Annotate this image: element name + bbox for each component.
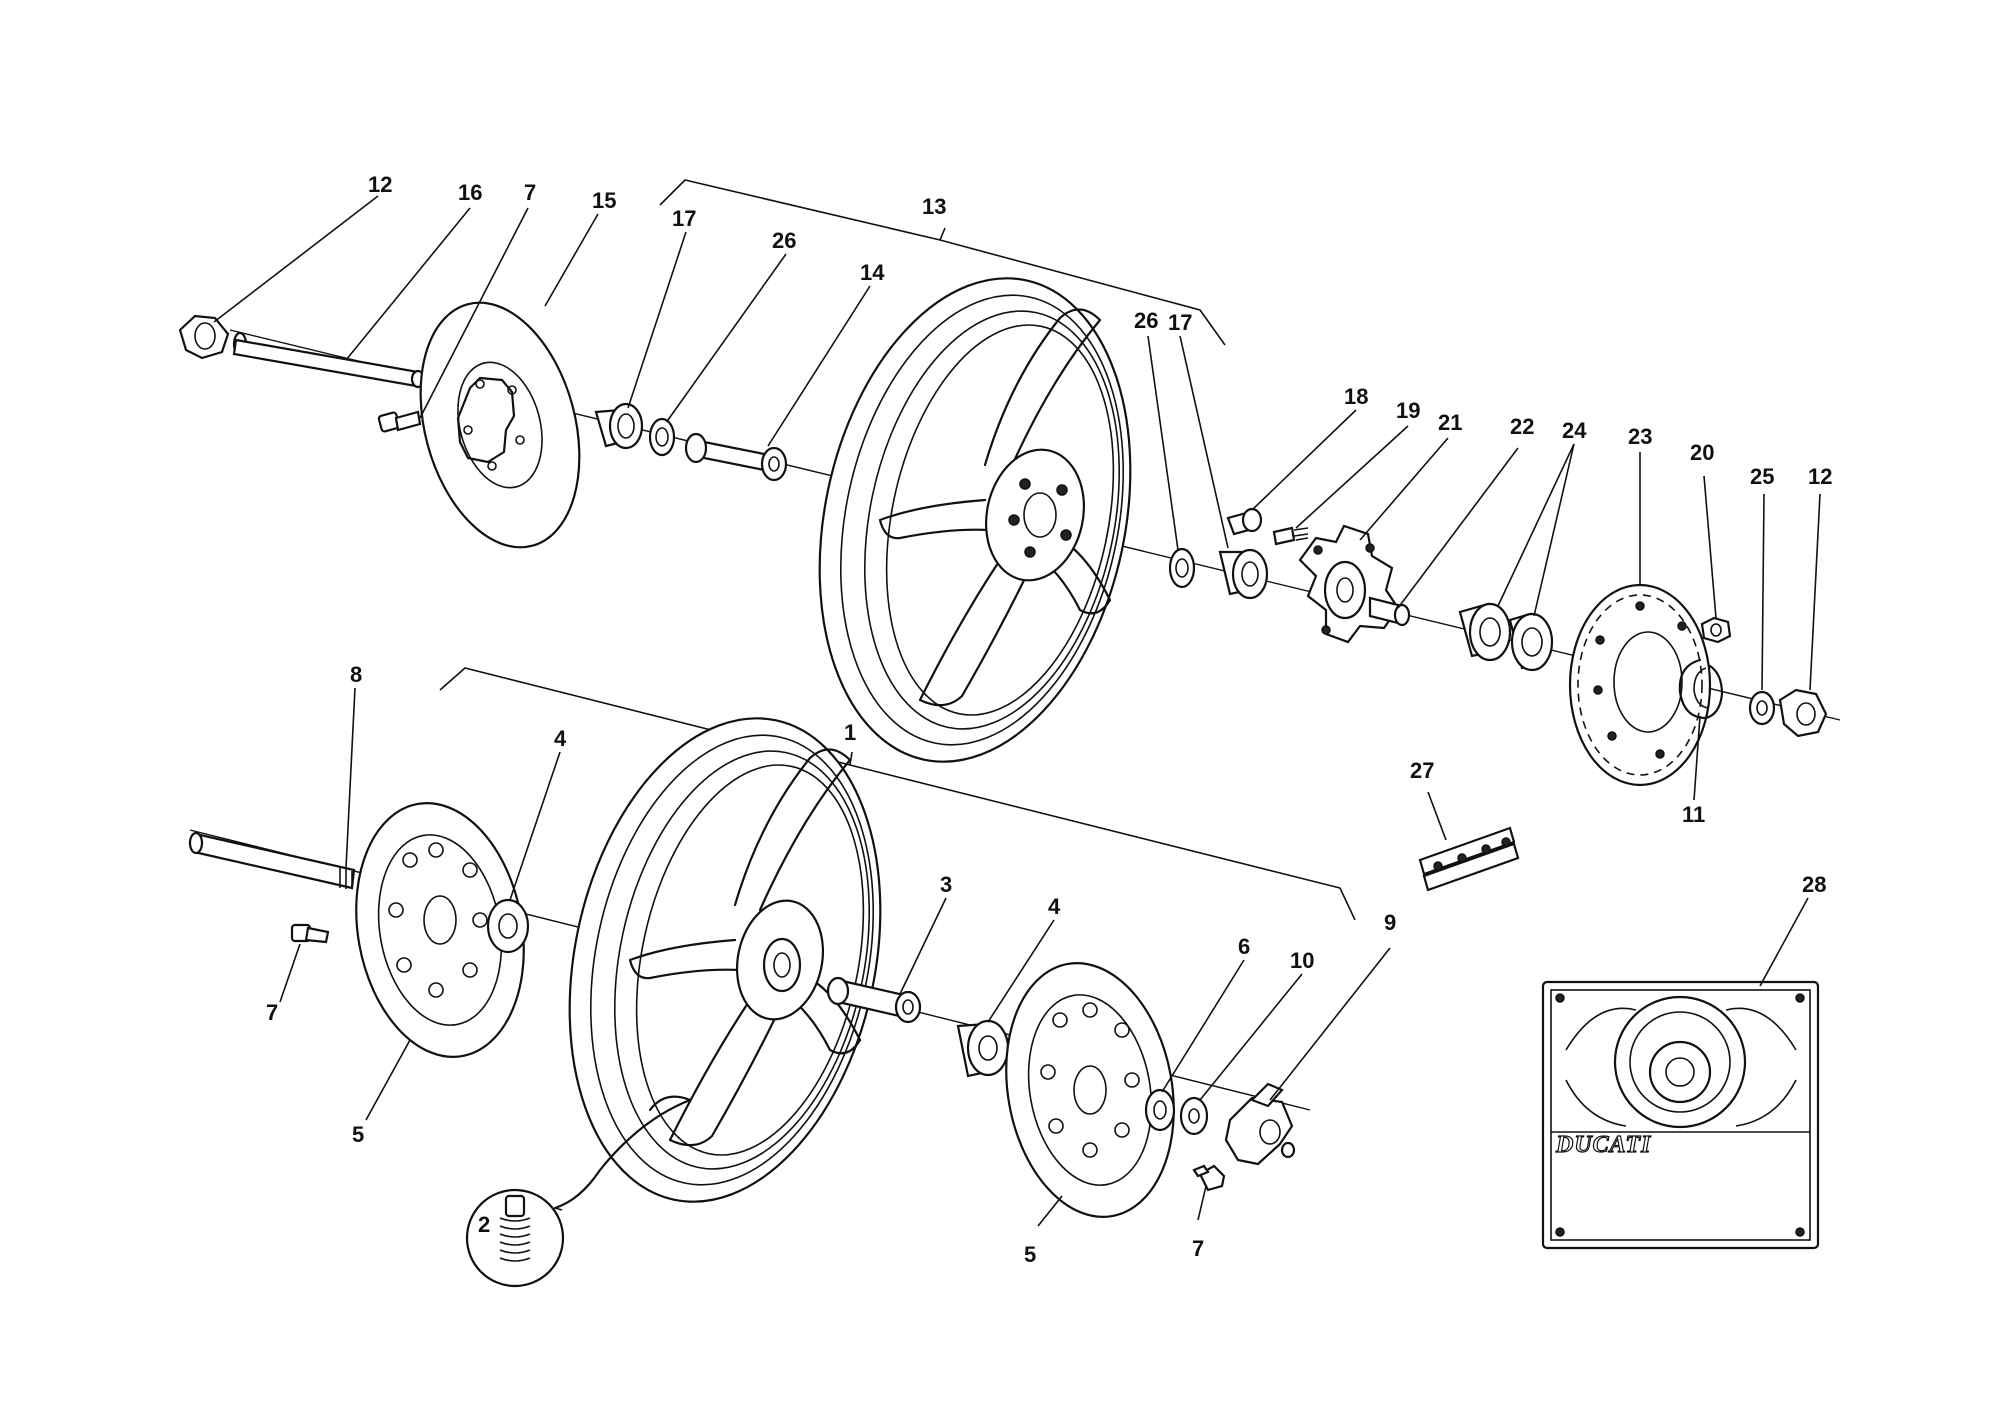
callout-7-front-left: 7 bbox=[266, 1000, 278, 1025]
disc-bolt-rear bbox=[377, 410, 422, 433]
callout-19: 19 bbox=[1396, 398, 1420, 423]
callout-10: 10 bbox=[1290, 948, 1314, 973]
front-spacer bbox=[826, 976, 922, 1024]
callout-7-rear: 7 bbox=[524, 180, 536, 205]
carrier-spacer bbox=[1368, 596, 1411, 627]
axle-nut-right bbox=[1778, 688, 1828, 738]
rear-wheel-rim bbox=[818, 277, 1132, 763]
rear-wheel-bearing-right bbox=[1218, 548, 1269, 600]
rear-axle bbox=[232, 338, 426, 389]
callout-9: 9 bbox=[1384, 910, 1396, 935]
callout-2: 2 bbox=[478, 1212, 490, 1237]
callout-13: 13 bbox=[922, 194, 946, 219]
rear-seal-left bbox=[648, 417, 676, 457]
callout-22: 22 bbox=[1510, 414, 1534, 439]
disc-bolt-front-right bbox=[1192, 1164, 1226, 1192]
callout-27: 27 bbox=[1410, 758, 1434, 783]
callout-5-right: 5 bbox=[1024, 1242, 1036, 1267]
callout-23: 23 bbox=[1628, 424, 1652, 449]
callout-17-left: 17 bbox=[672, 206, 696, 231]
callout-15: 15 bbox=[592, 188, 616, 213]
callout-16: 16 bbox=[458, 180, 482, 205]
sprocket-stud bbox=[1272, 526, 1309, 546]
callout-6: 6 bbox=[1238, 934, 1250, 959]
callout-26-right: 26 bbox=[1134, 308, 1158, 333]
callout-24: 24 bbox=[1562, 418, 1587, 443]
speedometer-drive bbox=[1224, 1082, 1296, 1166]
axle-washer-right bbox=[1748, 690, 1776, 726]
callout-8: 8 bbox=[350, 662, 362, 687]
carrier-bearing-b bbox=[1508, 612, 1554, 672]
callout-17-right: 17 bbox=[1168, 310, 1192, 335]
callout-labels: 12 16 7 15 17 26 13 14 26 17 18 19 21 22… bbox=[266, 172, 1832, 1267]
callout-5-left: 5 bbox=[352, 1122, 364, 1147]
disc-bolt-front-left bbox=[290, 923, 330, 944]
rear-wheel-bearing-left bbox=[594, 402, 644, 450]
rear-brake-disc bbox=[419, 301, 581, 549]
callout-4-right: 4 bbox=[1048, 894, 1061, 919]
circlip bbox=[1678, 658, 1724, 720]
rear-seal-right bbox=[1168, 547, 1196, 589]
callout-3: 3 bbox=[940, 872, 952, 897]
callout-28: 28 bbox=[1802, 872, 1826, 897]
plate-brand: DUCATI bbox=[1555, 1132, 1652, 1158]
cush-bushing bbox=[1226, 507, 1263, 536]
rear-spacer bbox=[684, 432, 788, 482]
sprocket-nut bbox=[1700, 616, 1732, 644]
callout-18: 18 bbox=[1344, 384, 1368, 409]
drive-chain bbox=[1418, 826, 1520, 892]
callout-25: 25 bbox=[1750, 464, 1774, 489]
callout-7-front-right: 7 bbox=[1192, 1236, 1204, 1261]
callout-11: 11 bbox=[1682, 802, 1705, 827]
front-washer bbox=[1179, 1096, 1209, 1136]
rear-sprocket bbox=[1568, 583, 1712, 787]
front-bearing-left bbox=[486, 898, 530, 954]
front-axle bbox=[188, 831, 356, 890]
front-wheel-rim bbox=[553, 717, 882, 1210]
callout-12-left: 12 bbox=[368, 172, 392, 197]
front-bearing-right bbox=[956, 1019, 1010, 1078]
callout-4-left: 4 bbox=[554, 726, 567, 751]
callout-1: 1 bbox=[844, 720, 856, 745]
callout-20: 20 bbox=[1690, 440, 1714, 465]
ducati-plate: DUCATI bbox=[1541, 980, 1820, 1250]
valve-detail-callout bbox=[465, 1188, 565, 1288]
callout-14: 14 bbox=[860, 260, 885, 285]
front-seal bbox=[1144, 1088, 1176, 1132]
leader-lines bbox=[213, 195, 1821, 1227]
callout-12-right: 12 bbox=[1808, 464, 1832, 489]
carrier-bearing-a bbox=[1458, 602, 1512, 662]
sprocket-carrier bbox=[1298, 524, 1400, 644]
callout-26-left: 26 bbox=[772, 228, 796, 253]
front-brake-disc-right bbox=[1005, 962, 1175, 1218]
callout-21: 21 bbox=[1438, 410, 1462, 435]
